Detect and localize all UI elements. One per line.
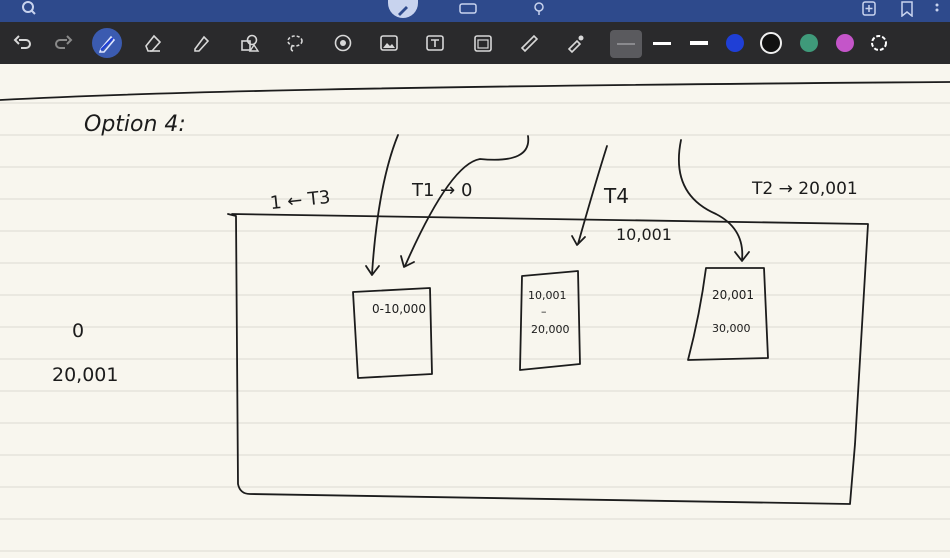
undo-icon[interactable] [8,28,38,58]
arrow-t2-head [734,251,750,262]
camera-icon[interactable] [468,28,498,58]
pen-icon[interactable] [92,28,122,58]
arrow-t1-head [400,255,415,268]
keyboard-icon[interactable] [457,0,479,18]
eraser-icon[interactable] [138,28,168,58]
side-value: 20,001 [52,364,119,386]
box2-dash: – [541,305,547,318]
box3-bottom: 30,000 [712,322,751,335]
heading-text: Option 4: [84,112,186,137]
color-black-selected[interactable] [760,32,782,54]
t4-label: T4 [604,184,629,208]
ruler-icon[interactable] [514,28,544,58]
arrow-t3-head [365,265,380,276]
arrow-t3-stroke [371,134,399,275]
arrow-t4-head [571,235,586,246]
color-purple[interactable] [836,34,854,52]
color-blue[interactable] [726,34,744,52]
drawing-toolbar [0,22,950,64]
canvas [0,81,950,552]
arrow-t2-stroke [677,139,744,261]
box1-stroke [352,287,433,379]
highlighter-icon[interactable] [186,28,216,58]
box1-range: 0-10,000 [372,302,426,316]
image-icon[interactable] [374,28,404,58]
box3-stroke [687,267,769,361]
sticker-icon[interactable] [328,28,358,58]
page-divider-stroke [0,81,950,101]
arrow-t4-stroke [577,145,608,245]
search-icon[interactable] [18,0,40,18]
outer-box-stroke [227,213,869,505]
t2-label: T2 → 20,001 [752,179,858,199]
color-green[interactable] [800,34,818,52]
box2-stroke [519,270,581,371]
laser-pointer-icon[interactable] [560,28,590,58]
title-bar [0,0,950,22]
medium-stroke-option[interactable] [653,42,671,45]
thin-stroke-line [617,43,635,45]
notebook-page[interactable]: Option 4: 1 ← T3 T1 → 0 T4 10,001 T2 → 2… [0,64,950,558]
side-zero: 0 [72,320,85,342]
add-page-icon[interactable] [858,0,880,18]
arrow-t1-stroke [404,135,530,267]
lasso-icon[interactable] [280,28,310,58]
t1-label: T1 → 0 [412,180,473,201]
thick-stroke-option[interactable] [690,41,708,45]
bookmark-icon[interactable] [896,0,918,18]
box2-top: 10,001 [528,289,567,302]
color-picker-icon[interactable] [864,28,894,58]
more-icon[interactable] [926,0,948,18]
microphone-icon[interactable] [528,0,550,18]
box3-top: 20,001 [712,288,754,302]
box2-bottom: 20,000 [531,323,570,336]
redo-icon[interactable] [48,28,78,58]
pen-mode-icon[interactable] [388,0,418,18]
ruled-lines [0,102,950,552]
shapes-icon[interactable] [234,28,264,58]
textbox-icon[interactable] [420,28,450,58]
t4-value: 10,001 [616,225,672,244]
